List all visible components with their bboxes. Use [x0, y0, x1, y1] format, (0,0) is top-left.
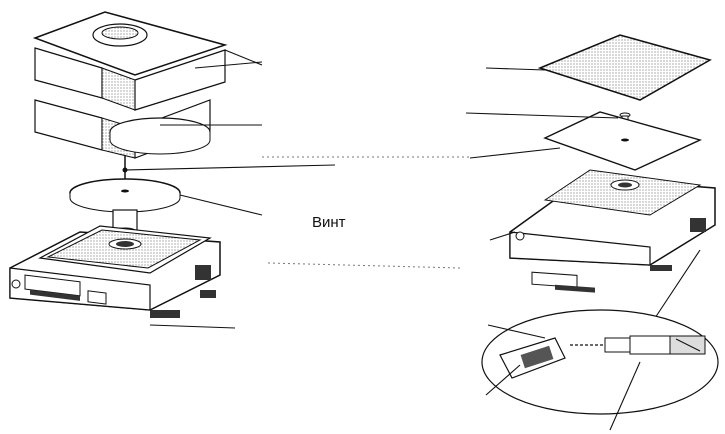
draft-shield-lid	[32, 11, 228, 76]
balance-body-right	[509, 169, 716, 293]
top-cover-plate	[537, 34, 712, 101]
balance-body-left	[9, 225, 221, 318]
middle-plate	[543, 111, 703, 171]
screw-label: Винт	[312, 214, 346, 231]
connector-detail	[481, 309, 719, 415]
shield-base-plate	[109, 117, 211, 155]
dotted-traces	[262, 156, 470, 269]
weighing-pan	[69, 178, 181, 213]
left-leader-lines	[124, 49, 336, 329]
connector-leader-lines	[485, 324, 641, 431]
right-leader-lines	[465, 67, 701, 319]
draft-shield-side-panel	[101, 49, 226, 111]
